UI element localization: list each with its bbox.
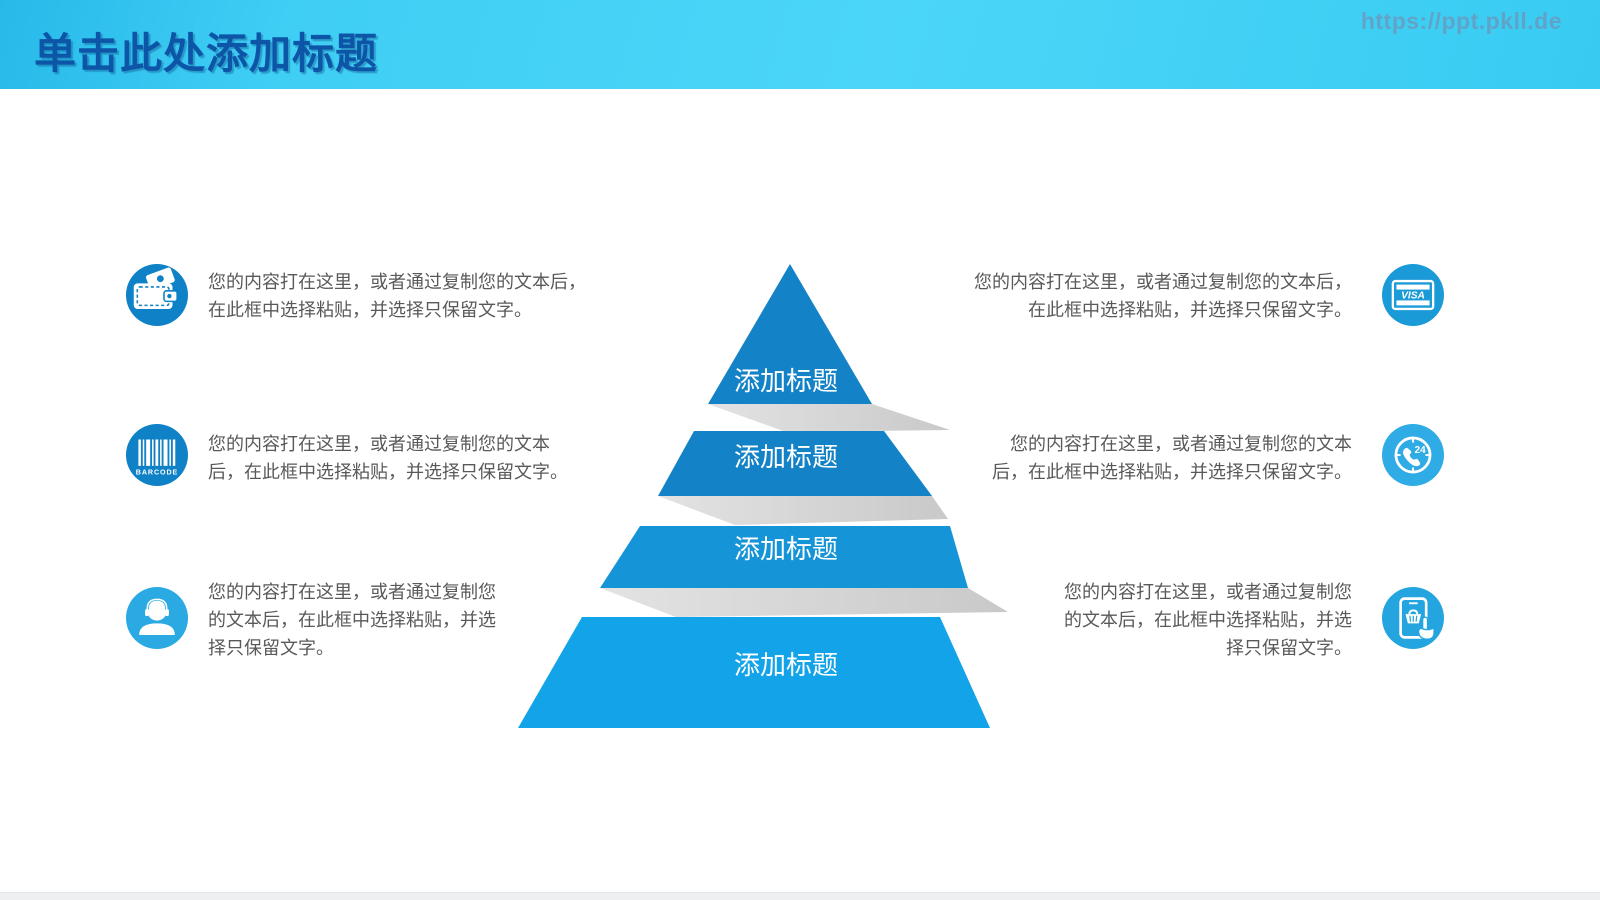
pyramid-level-1[interactable] [708, 264, 872, 404]
pyramid-level-1-label[interactable]: 添加标题 [734, 366, 838, 396]
pyramid-level-4-label[interactable]: 添加标题 [734, 650, 838, 680]
24h-icon-label: 24 [1415, 445, 1427, 456]
feature-text-line: 后，在此框中选择粘贴，并选择只保留文字。 [992, 462, 1352, 482]
service-24h-icon[interactable]: 24 [1382, 424, 1444, 486]
customer-service-icon[interactable] [126, 587, 188, 649]
feature-text-service[interactable]: 您的内容打在这里，或者通过复制您 的文本后，在此框中选择粘贴，并选 择只保留文字… [208, 578, 496, 662]
feature-text-line: 您的内容打在这里，或者通过复制您的文本 [208, 434, 550, 454]
feature-text-visa[interactable]: 您的内容打在这里，或者通过复制您的文本后， 在此框中选择粘贴，并选择只保留文字。 [974, 268, 1352, 324]
pyramid-level-4[interactable] [518, 617, 990, 728]
pyramid-level-3-label[interactable]: 添加标题 [734, 534, 838, 564]
pyramid-shadow-band [708, 404, 950, 432]
feature-text-line: 您的内容打在这里，或者通过复制您 [208, 582, 496, 602]
feature-text-line: 在此框中选择粘贴，并选择只保留文字。 [1028, 300, 1352, 320]
pyramid-shadow-band [658, 496, 948, 525]
feature-text-line: 您的内容打在这里，或者通过复制您 [1064, 582, 1352, 602]
feature-text-barcode[interactable]: 您的内容打在这里，或者通过复制您的文本 后，在此框中选择粘贴，并选择只保留文字。 [208, 430, 568, 486]
barcode-icon[interactable]: BARCODE [126, 424, 188, 486]
visa-icon-label: VISA [1401, 291, 1425, 302]
visa-card-icon[interactable]: VISA [1382, 264, 1444, 326]
feature-text-line: 您的内容打在这里，或者通过复制您的文本后， [974, 272, 1352, 292]
slide-bottom-edge [0, 892, 1600, 900]
feature-text-line: 择只保留文字。 [1226, 638, 1352, 658]
mobile-shopping-icon[interactable] [1382, 587, 1444, 649]
slide-header: 单击此处添加标题 https://ppt.pkll.de [0, 0, 1600, 89]
pyramid-level-2[interactable] [658, 431, 932, 496]
watermark-url: https://ppt.pkll.de [1360, 8, 1562, 34]
feature-text-line: 的文本后，在此框中选择粘贴，并选 [208, 610, 496, 630]
slide-title[interactable]: 单击此处添加标题 [34, 30, 379, 77]
wallet-icon[interactable] [126, 264, 188, 326]
feature-text-24h[interactable]: 您的内容打在这里，或者通过复制您的文本 后，在此框中选择粘贴，并选择只保留文字。 [992, 430, 1352, 486]
feature-text-line: 择只保留文字。 [208, 638, 334, 658]
pyramid-shadow-band [600, 588, 1008, 617]
pyramid-level-3[interactable] [600, 526, 968, 588]
feature-text-line: 您的内容打在这里，或者通过复制您的文本后， [208, 272, 586, 292]
feature-text-line: 的文本后，在此框中选择粘贴，并选 [1064, 610, 1352, 630]
feature-text-line: 在此框中选择粘贴，并选择只保留文字。 [208, 300, 532, 320]
feature-text-wallet[interactable]: 您的内容打在这里，或者通过复制您的文本后， 在此框中选择粘贴，并选择只保留文字。 [208, 268, 586, 324]
feature-text-line: 后，在此框中选择粘贴，并选择只保留文字。 [208, 462, 568, 482]
feature-text-line: 您的内容打在这里，或者通过复制您的文本 [1010, 434, 1352, 454]
feature-text-mobile[interactable]: 您的内容打在这里，或者通过复制您 的文本后，在此框中选择粘贴，并选 择只保留文字… [1064, 578, 1352, 662]
pyramid-level-2-label[interactable]: 添加标题 [734, 442, 838, 472]
barcode-icon-label: BARCODE [136, 468, 178, 476]
